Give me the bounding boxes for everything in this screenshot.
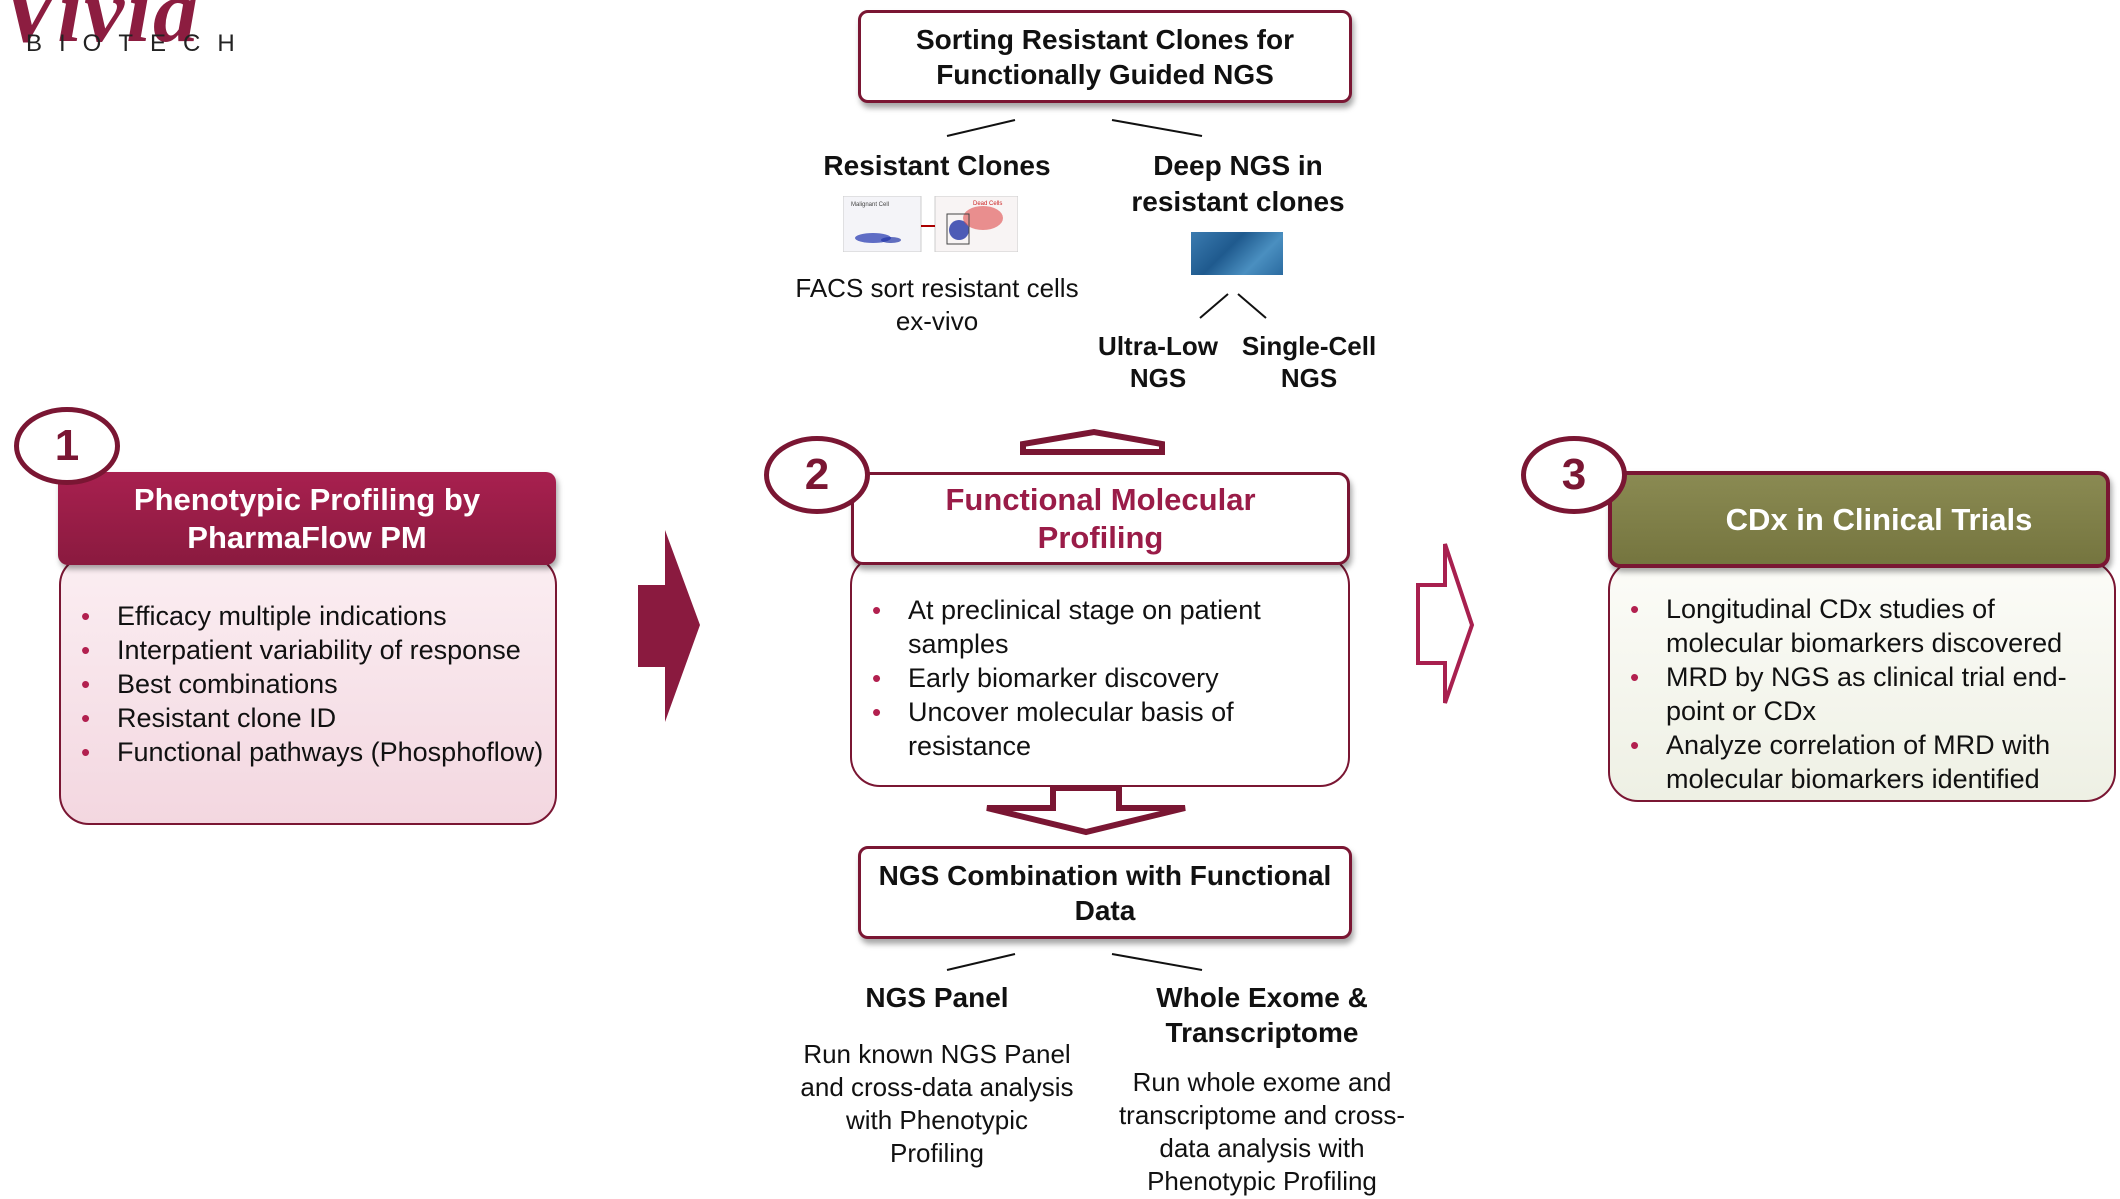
whole-exome-title: Whole Exome & Transcriptome [1156, 982, 1368, 1048]
right-arrow-solid [638, 530, 700, 722]
resistant-clones-desc: FACS sort resistant cells ex-vivo [795, 273, 1079, 336]
step1-bullet: Resistant clone ID [61, 701, 555, 735]
step2-bullet: At preclinical stage on patient samples [852, 593, 1348, 661]
right-arrow-outline [1416, 543, 1475, 704]
line-bottom-right [1111, 953, 1203, 971]
up-arrow [1020, 428, 1165, 455]
deep-ngs-title: Deep NGS in resistant clones [1131, 150, 1345, 217]
step1-bullets: Efficacy multiple indications Interpatie… [61, 599, 555, 769]
svg-text:Dead Cells: Dead Cells [973, 201, 1002, 207]
line-top-right [1111, 119, 1203, 137]
step1-number: 1 [14, 407, 120, 485]
line-ngs-left [1199, 293, 1229, 319]
step3-bullet: Longitudinal CDx studies of molecular bi… [1610, 592, 2114, 660]
step3-body: Longitudinal CDx studies of molecular bi… [1608, 560, 2116, 802]
facs-plot-image: Malignant Cell Dead Cells [842, 195, 1019, 253]
step3-bullet: MRD by NGS as clinical trial end-point o… [1610, 660, 2114, 728]
whole-exome-desc: Run whole exome and transcriptome and cr… [1118, 1067, 1406, 1196]
line-bottom-left [946, 953, 1016, 971]
line-ngs-right [1237, 293, 1267, 319]
line-top-left [946, 119, 1016, 137]
step3-bullet: Analyze correlation of MRD with molecula… [1610, 728, 2114, 796]
svg-text:Malignant Cell: Malignant Cell [851, 202, 889, 208]
step1-bullet: Functional pathways (Phosphoflow) [61, 735, 555, 769]
step1-header: Phenotypic Profiling by PharmaFlow PM [58, 472, 556, 565]
down-arrow [986, 785, 1186, 836]
step2-bullets: At preclinical stage on patient samples … [852, 593, 1348, 763]
top-header: Sorting Resistant Clones for Functionall… [858, 10, 1352, 103]
step3-header: CDx in Clinical Trials [1608, 471, 2110, 568]
step2-bullet: Uncover molecular basis of resistance [852, 695, 1348, 763]
step2-number: 2 [764, 436, 870, 514]
step3-number: 3 [1521, 436, 1627, 514]
logo-mark: Vivia [0, 0, 201, 61]
single-cell-ngs: Single-Cell NGS [1241, 331, 1377, 393]
ngs-panel-desc: Run known NGS Panel and cross-data analy… [800, 1039, 1074, 1168]
resistant-clones-title: Resistant Clones [823, 150, 1051, 181]
cell-image [1191, 232, 1283, 275]
step1-bullet: Efficacy multiple indications [61, 599, 555, 633]
ultra-low-ngs: Ultra-Low NGS [1098, 331, 1218, 393]
logo-subtitle: BIOTECH [26, 30, 252, 57]
bottom-header: NGS Combination with Functional Data [858, 846, 1352, 939]
step2-header: Functional Molecular Profiling [851, 472, 1350, 565]
step1-bullet: Best combinations [61, 667, 555, 701]
step2-bullet: Early biomarker discovery [852, 661, 1348, 695]
ngs-panel-title: NGS Panel [865, 982, 1009, 1013]
step1-bullet: Interpatient variability of response [61, 633, 555, 667]
step3-bullets: Longitudinal CDx studies of molecular bi… [1610, 592, 2114, 796]
step1-body: Efficacy multiple indications Interpatie… [59, 555, 557, 825]
step2-body: At preclinical stage on patient samples … [850, 555, 1350, 787]
